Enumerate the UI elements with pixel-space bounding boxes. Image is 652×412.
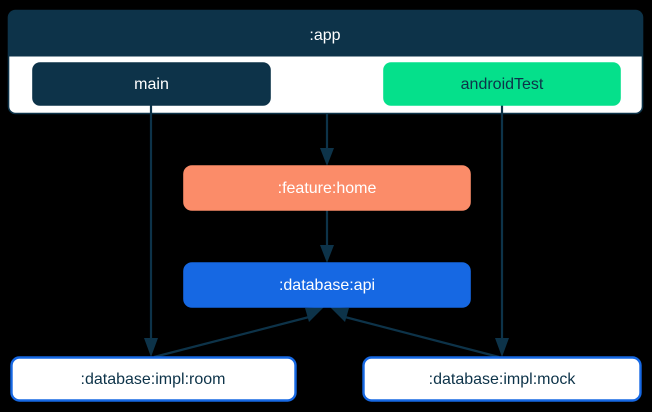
edge-feature-home-to-database-api	[320, 210, 334, 263]
edge-main-to-room-arrowhead	[144, 338, 158, 357]
node-database-api-box	[183, 262, 471, 308]
node-feature-home-box	[183, 165, 471, 211]
node-androidtest[interactable]: androidTest	[383, 62, 621, 106]
node-database-impl-mock-box	[362, 356, 642, 402]
edge-room-to-database-api-line	[153, 314, 314, 359]
edge-mock-to-database-api-arrowhead	[330, 307, 349, 322]
edges-layer	[144, 105, 509, 359]
node-database-impl-room[interactable]: :database:impl:room	[10, 356, 297, 402]
node-androidtest-box	[383, 62, 621, 106]
node-database-impl-room-label: :database:impl:room	[81, 371, 226, 388]
edge-androidtest-to-mock	[495, 105, 509, 357]
node-database-impl-room-box	[10, 356, 297, 402]
edge-feature-home-to-database-api-arrowhead	[320, 245, 334, 263]
node-feature-home[interactable]: :feature:home	[183, 165, 471, 211]
cluster-app-title: :app	[309, 27, 340, 44]
edge-androidtest-to-mock-arrowhead	[495, 338, 509, 357]
node-database-api[interactable]: :database:api	[183, 262, 471, 308]
nodes-layer: main androidTest :feature:home :database…	[10, 62, 642, 402]
node-main[interactable]: main	[32, 62, 271, 106]
node-main-box	[32, 62, 271, 106]
edge-mock-to-database-api	[330, 307, 500, 359]
edge-mock-to-database-api-line	[340, 314, 500, 359]
edge-main-to-room	[144, 105, 158, 357]
node-feature-home-label: :feature:home	[278, 180, 377, 197]
node-main-label: main	[134, 76, 169, 93]
edge-app-to-feature-home	[320, 114, 334, 166]
edge-app-to-feature-home-arrowhead	[320, 148, 334, 166]
edge-room-to-database-api-arrowhead	[305, 307, 324, 322]
node-database-impl-mock-label: :database:impl:mock	[429, 371, 577, 388]
node-database-impl-mock[interactable]: :database:impl:mock	[362, 356, 642, 402]
node-androidtest-label: androidTest	[461, 76, 544, 93]
node-database-api-label: :database:api	[279, 277, 375, 294]
cluster-app-header	[8, 10, 643, 57]
edge-room-to-database-api	[153, 307, 324, 359]
